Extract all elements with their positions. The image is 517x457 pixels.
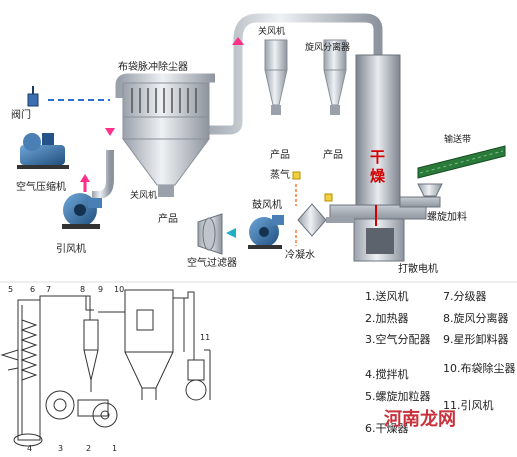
number-3: 3 xyxy=(58,444,63,453)
legend-item: 8.旋风分离器 xyxy=(443,311,509,325)
legend-item: 10.布袋除尘器 xyxy=(443,361,516,375)
cyclone-left xyxy=(264,39,288,115)
legend-item: 3.空气分配器 xyxy=(365,332,431,346)
blower-label: 鼓风机 xyxy=(252,198,282,211)
number-11: 11 xyxy=(200,333,210,342)
induced-fan xyxy=(62,193,102,229)
legend-item: 6.干燥器 xyxy=(365,422,409,435)
arrow-down-icon xyxy=(105,128,115,136)
product-a-label: 产品 xyxy=(270,148,290,161)
number-6: 6 xyxy=(30,285,35,294)
schematic-numbers: 5 6 7 8 9 10 11 4 3 2 1 xyxy=(8,285,210,453)
screw-feeder-label: 螺旋加料 xyxy=(427,210,467,223)
blower xyxy=(248,215,284,249)
legend: 1.送风机 2.加热器 3.空气分配器 4.搅拌机 5.螺旋加粒器 6.干燥器 … xyxy=(365,289,516,435)
legend-item: 5.螺旋加粒器 xyxy=(365,389,431,403)
dry-char-2: 燥 xyxy=(370,167,386,185)
baghouse-label: 布袋脉冲除尘器 xyxy=(118,60,188,73)
condensate-label: 冷凝水 xyxy=(285,248,315,261)
legend-item: 9.星形卸料器 xyxy=(443,332,509,346)
cyclone-label: 旋风分离器 xyxy=(305,41,350,53)
arrow-up-icon xyxy=(80,174,90,182)
baghouse-filter xyxy=(122,82,210,197)
arrow-right-icon xyxy=(226,228,236,238)
airlock-top-label: 关风机 xyxy=(258,25,285,37)
number-8: 8 xyxy=(80,285,85,294)
number-1: 1 xyxy=(112,444,117,453)
induced-fan-label: 引风机 xyxy=(56,242,86,255)
heat-exchanger xyxy=(292,171,354,246)
compressor-label: 空气压缩机 xyxy=(16,180,66,193)
number-5: 5 xyxy=(8,285,13,294)
conveyor-label: 输送带 xyxy=(444,133,471,145)
product-b-label: 产品 xyxy=(323,148,343,161)
legend-item: 1.送风机 xyxy=(365,289,409,303)
number-4: 4 xyxy=(27,444,32,453)
air-filter xyxy=(197,213,223,255)
conveyor-belt xyxy=(417,145,506,179)
top-process-diagram: 阀门 空气压缩机 引风机 xyxy=(11,13,506,275)
cyclone-right xyxy=(323,39,347,115)
steam-label: 蒸气 xyxy=(270,168,290,181)
air-filter-label: 空气过滤器 xyxy=(187,256,237,269)
dry-char-1: 干 xyxy=(370,148,385,166)
number-9: 9 xyxy=(98,285,103,294)
drying-tower xyxy=(329,54,427,262)
schematic-drawing xyxy=(0,289,211,447)
legend-item: 2.加热器 xyxy=(365,312,409,325)
airlock-left-label: 关风机 xyxy=(130,189,157,201)
legend-item: 7.分级器 xyxy=(443,290,487,303)
valve-label: 阀门 xyxy=(11,108,31,121)
legend-item: 4.搅拌机 xyxy=(365,367,409,381)
screw-feeder xyxy=(399,183,443,208)
air-compressor xyxy=(17,133,69,169)
disperser-motor-label: 打散电机 xyxy=(398,262,438,275)
number-2: 2 xyxy=(86,444,91,453)
watermark-brand: 河南龙网 xyxy=(384,408,456,430)
number-10: 10 xyxy=(114,285,124,294)
product-left-label: 产品 xyxy=(158,212,178,225)
legend-item: 11.引风机 xyxy=(443,398,494,412)
watermark: 河南龙网 xyxy=(384,408,456,430)
valve xyxy=(27,86,39,107)
number-7: 7 xyxy=(46,285,51,294)
arrow-up-icon xyxy=(232,37,244,45)
